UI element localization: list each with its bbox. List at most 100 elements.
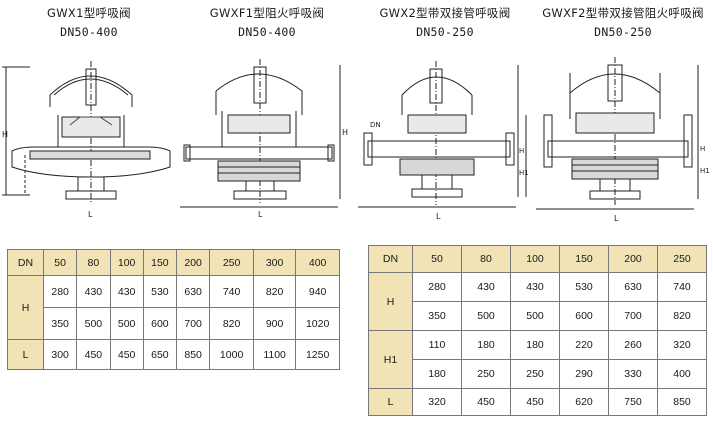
header-cell: 50 bbox=[412, 245, 462, 273]
header-cell: 80 bbox=[76, 249, 111, 276]
table-cell: 820 bbox=[657, 301, 707, 331]
table-cell: 110 bbox=[412, 330, 462, 360]
table-header-row: DN 50 80 100 150 200 250 bbox=[368, 245, 707, 273]
drawing-gwx2: DN H H1 L bbox=[356, 55, 529, 221]
header-cell: 400 bbox=[295, 249, 340, 276]
header-cell: 100 bbox=[109, 249, 144, 276]
model-name: GWX1型呼吸阀 bbox=[47, 6, 131, 20]
table-cell: 630 bbox=[175, 275, 211, 308]
header-cell: 150 bbox=[142, 249, 178, 276]
dim-h1: H1 bbox=[519, 169, 529, 177]
table-cell: 320 bbox=[412, 388, 462, 416]
header-cell: 150 bbox=[559, 245, 609, 273]
dim-h: H bbox=[342, 128, 348, 137]
table-cell: 740 bbox=[209, 275, 254, 308]
table-row: H1 110 180 180 220 260 320 bbox=[368, 330, 707, 389]
table-cell: 350 bbox=[412, 301, 462, 331]
table-cell: 850 bbox=[657, 388, 707, 416]
table-cell: 740 bbox=[657, 272, 707, 302]
table-cell: 940 bbox=[295, 275, 340, 308]
table-cell: 750 bbox=[608, 388, 658, 416]
table-cell: 1020 bbox=[295, 307, 340, 340]
table-cell: 280 bbox=[412, 272, 462, 302]
spec-table-1: DN 50 80 100 150 200 250 300 400 H 280 4… bbox=[7, 249, 340, 370]
caption-gwx1: GWX1型呼吸阀 DN50-400 bbox=[0, 4, 178, 42]
row-label-h1: H1 bbox=[368, 330, 413, 389]
table-cell: 1100 bbox=[252, 339, 297, 370]
table-cell: 650 bbox=[142, 339, 178, 370]
header-cell: 50 bbox=[42, 249, 78, 276]
table-cell: 250 bbox=[510, 359, 560, 389]
dn-label: DN bbox=[370, 121, 381, 129]
header-cell: 100 bbox=[510, 245, 560, 273]
table-cell: 280 bbox=[42, 275, 78, 308]
table-cell: 600 bbox=[559, 301, 609, 331]
table-row: 180 250 250 290 330 400 bbox=[369, 359, 707, 389]
dn-range: DN50-250 bbox=[594, 25, 652, 39]
table-cell: 260 bbox=[608, 330, 658, 360]
table-cell: 430 bbox=[461, 272, 511, 302]
table-cell: 600 bbox=[142, 307, 178, 340]
dim-l: L bbox=[258, 210, 263, 219]
row-label-l: L bbox=[7, 339, 44, 370]
table-cell: 900 bbox=[252, 307, 297, 340]
table-cell: 430 bbox=[510, 272, 560, 302]
dim-l: L bbox=[436, 212, 441, 221]
table-cell: 530 bbox=[559, 272, 609, 302]
table-cell: 1250 bbox=[295, 339, 340, 370]
header-cell: 200 bbox=[608, 245, 658, 273]
table-cell: 430 bbox=[109, 275, 144, 308]
table-cell: 500 bbox=[109, 307, 144, 340]
table-row: H 280 430 430 530 630 740 bbox=[368, 272, 707, 331]
dim-h: H bbox=[519, 147, 524, 155]
table-cell: 330 bbox=[608, 359, 658, 389]
table-cell: 450 bbox=[461, 388, 511, 416]
table-cell: 1000 bbox=[209, 339, 254, 370]
table-cell: 630 bbox=[608, 272, 658, 302]
header-cell: DN bbox=[7, 249, 44, 276]
table-cell: 700 bbox=[175, 307, 211, 340]
dn-range: DN50-250 bbox=[416, 25, 474, 39]
header-cell: 80 bbox=[461, 245, 511, 273]
row-label-h: H bbox=[7, 275, 44, 340]
caption-gwx2: GWX2型带双接管呼吸阀 DN50-250 bbox=[356, 4, 534, 42]
table-cell: 400 bbox=[657, 359, 707, 389]
drawing-gwxf2: H H1 L bbox=[534, 55, 710, 223]
table-cell: 700 bbox=[608, 301, 658, 331]
table-cell: 180 bbox=[412, 359, 462, 389]
header-cell: 250 bbox=[657, 245, 707, 273]
table-header-row: DN 50 80 100 150 200 250 300 400 bbox=[7, 249, 340, 276]
table-cell: 620 bbox=[559, 388, 609, 416]
row-label-l: L bbox=[368, 388, 413, 416]
model-name: GWXF1型阻火呼吸阀 bbox=[209, 6, 325, 20]
table-cell: 250 bbox=[461, 359, 511, 389]
table-cell: 530 bbox=[142, 275, 178, 308]
table-cell: 500 bbox=[510, 301, 560, 331]
table-cell: 450 bbox=[109, 339, 144, 370]
table-cell: 180 bbox=[461, 330, 511, 360]
table-cell: 820 bbox=[252, 275, 297, 308]
table-cell: 430 bbox=[76, 275, 111, 308]
dim-l: L bbox=[88, 210, 93, 219]
caption-gwxf1: GWXF1型阻火呼吸阀 DN50-400 bbox=[178, 4, 356, 42]
table-row: L 320 450 450 620 750 850 bbox=[368, 388, 707, 416]
table-cell: 500 bbox=[76, 307, 111, 340]
table-cell: 220 bbox=[559, 330, 609, 360]
dn-range: DN50-400 bbox=[60, 25, 118, 39]
header-cell: DN bbox=[368, 245, 413, 273]
table-row: 350 500 500 600 700 820 bbox=[369, 301, 707, 331]
header-cell: 200 bbox=[175, 249, 211, 276]
table-cell: 290 bbox=[559, 359, 609, 389]
table-cell: 820 bbox=[209, 307, 254, 340]
dn-range: DN50-400 bbox=[238, 25, 296, 39]
row-label-h: H bbox=[368, 272, 413, 331]
dim-h: H bbox=[2, 130, 8, 139]
table-cell: 450 bbox=[510, 388, 560, 416]
dim-l: L bbox=[614, 214, 619, 223]
table-cell: 320 bbox=[657, 330, 707, 360]
table-cell: 300 bbox=[42, 339, 78, 370]
dim-h: H bbox=[700, 145, 705, 153]
table-row: H 280 430 430 530 630 740 820 940 bbox=[7, 275, 340, 340]
table-cell: 180 bbox=[510, 330, 560, 360]
drawing-gwx1: H L bbox=[2, 55, 178, 219]
